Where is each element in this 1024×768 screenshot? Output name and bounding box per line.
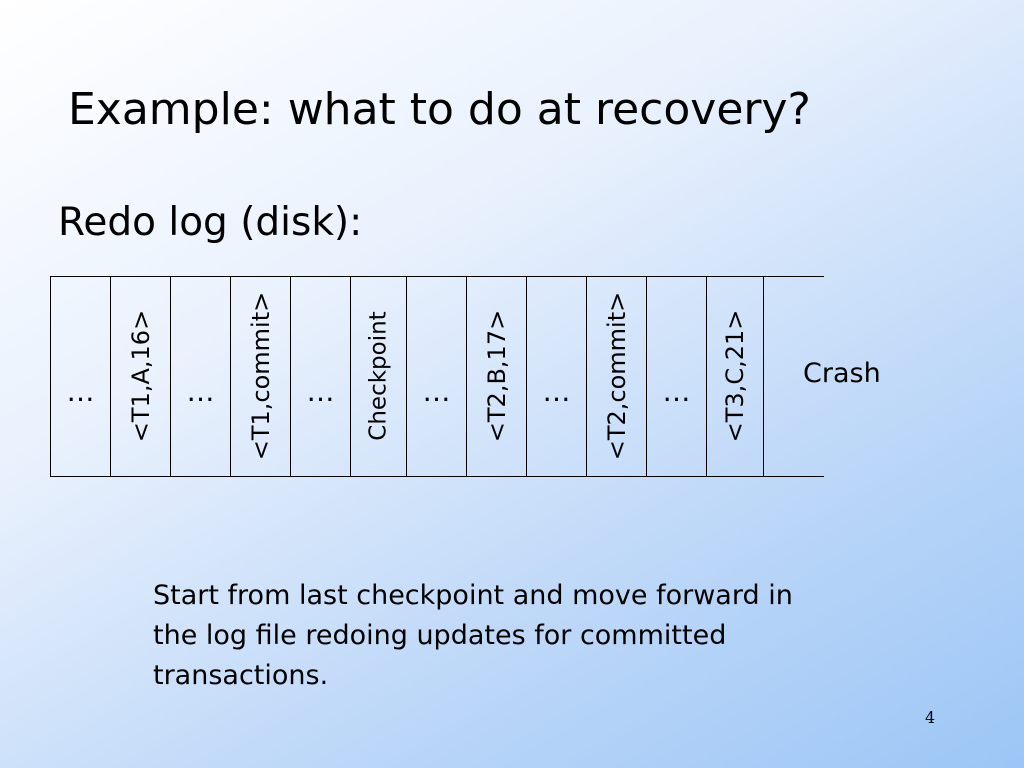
log-entry-text: … bbox=[306, 375, 335, 408]
log-entry-text: <T3,C,21> bbox=[721, 309, 749, 443]
log-entry-text: … bbox=[542, 375, 571, 408]
log-entry-ellipsis: … bbox=[170, 276, 230, 476]
crash-label: Crash bbox=[803, 358, 881, 389]
log-entry-text: … bbox=[662, 375, 691, 408]
log-entry-ellipsis: … bbox=[290, 276, 350, 476]
log-strip-bottom-border bbox=[50, 476, 824, 477]
log-entry-text: … bbox=[186, 375, 215, 408]
slide-title: Example: what to do at recovery? bbox=[68, 84, 811, 135]
log-entry-text: Checkpoint bbox=[365, 311, 391, 441]
recovery-note: Start from last checkpoint and move forw… bbox=[153, 580, 793, 691]
log-entry-text: <T1,A,16> bbox=[126, 309, 155, 443]
log-entry-text: <T2,commit> bbox=[602, 291, 631, 461]
redo-log-strip: … <T1,A,16> … <T1,commit> … Checkpoint …… bbox=[50, 276, 824, 477]
log-entry-ellipsis: … bbox=[50, 276, 110, 476]
log-label: Redo log (disk): bbox=[58, 200, 363, 245]
log-entry-text: … bbox=[422, 375, 451, 408]
log-entry-t3-c-21: <T3,C,21> bbox=[706, 276, 764, 476]
log-strip-top-border bbox=[50, 276, 824, 277]
log-entry-text: <T2,B,17> bbox=[482, 309, 511, 443]
log-entry-text: … bbox=[66, 375, 95, 408]
log-entry-checkpoint: Checkpoint bbox=[350, 276, 406, 476]
page-number: 4 bbox=[925, 708, 936, 727]
log-entry-t2-b-17: <T2,B,17> bbox=[466, 276, 526, 476]
log-entry-t1-commit: <T1,commit> bbox=[230, 276, 290, 476]
log-entry-ellipsis: … bbox=[646, 276, 706, 476]
log-entry-text: <T1,commit> bbox=[246, 291, 275, 461]
log-entry-ellipsis: … bbox=[526, 276, 586, 476]
log-entry-ellipsis: … bbox=[406, 276, 466, 476]
log-entry-t1-a-16: <T1,A,16> bbox=[110, 276, 170, 476]
log-entry-t2-commit: <T2,commit> bbox=[586, 276, 646, 476]
